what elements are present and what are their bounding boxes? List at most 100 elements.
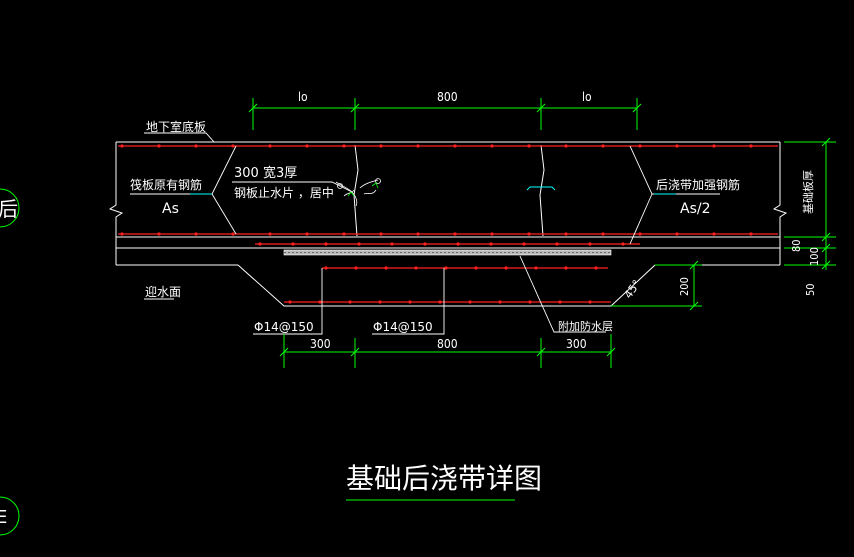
rebar-dot — [379, 144, 383, 148]
rebar-dot — [675, 144, 679, 148]
rebar-dot — [564, 144, 568, 148]
rebar-dot — [305, 144, 309, 148]
edge-marker-top-label: 后 — [0, 197, 18, 221]
rebar-dot — [324, 242, 328, 246]
rebar-dot — [453, 144, 457, 148]
rebar-dot — [258, 242, 262, 246]
rebar-dot — [324, 266, 328, 270]
rebar-dot — [384, 266, 388, 270]
rebar-dot — [194, 232, 198, 236]
rebar-dot — [157, 232, 161, 236]
rebar-dot — [527, 232, 531, 236]
rebar-dot — [231, 144, 235, 148]
rebar-dot — [305, 232, 309, 236]
rebar-dot — [342, 144, 346, 148]
rebar-dot — [588, 300, 592, 304]
raft-rebar-label: 筏板原有钢筋 — [130, 177, 202, 192]
rebar-dot — [489, 242, 493, 246]
rebar-dot — [504, 266, 508, 270]
rebar-dot — [522, 242, 526, 246]
rebar-dot — [675, 232, 679, 236]
rebar-dot — [558, 300, 562, 304]
rebar-spec-left: Φ14@150 — [254, 320, 314, 334]
rebar-dot — [564, 266, 568, 270]
rebar-dot — [490, 232, 494, 236]
rebar-dot — [638, 144, 642, 148]
slope-label: 45° — [622, 278, 644, 301]
raft-as-label: As — [162, 201, 179, 217]
waterstop-name-label: 钢板止水片 ，居中 — [234, 185, 334, 200]
text-labels: 地下室底板 筏板原有钢筋 As 300 宽3厚 钢板止水片 ，居中 后浇带加强钢… — [130, 90, 821, 351]
drawing-title-text: 基础后浇带详图 — [346, 462, 542, 495]
rebar-dot — [288, 300, 292, 304]
rebar-dot — [194, 144, 198, 148]
dim-right-50: 50 — [804, 283, 817, 296]
rebar-dot — [749, 144, 753, 148]
rebar-dot — [444, 266, 448, 270]
waterstop-sketch-leaves — [347, 182, 379, 197]
rebar-dot — [749, 232, 753, 236]
rebar-dot — [638, 232, 642, 236]
rebar-dot — [318, 300, 322, 304]
rebar-dot — [474, 266, 478, 270]
waterproof-layer-label: 附加防水层 — [558, 319, 613, 333]
waterstop-spec-label: 300 宽3厚 — [234, 165, 297, 181]
dim-right-100: 100 — [808, 247, 821, 266]
dim-top-right: lo — [582, 90, 592, 104]
added-rebar-label: 后浇带加强钢筋 — [656, 177, 740, 192]
rebar-spec-mid: Φ14@150 — [373, 320, 433, 334]
rebar-dot — [588, 242, 592, 246]
rebar-dot — [120, 232, 124, 236]
rebar-dot — [120, 144, 124, 148]
rebar-dot — [157, 144, 161, 148]
rebar-dot — [268, 144, 272, 148]
rebar-dot — [712, 232, 716, 236]
slab-thickness-label: 基础板厚 — [801, 170, 815, 214]
dim-bottom-right: 300 — [566, 337, 587, 351]
rebar-dot — [490, 144, 494, 148]
dim-top-mid: 800 — [437, 90, 458, 104]
drawing-title: 基础后浇带详图 — [346, 462, 542, 501]
dim-bottom-left: 300 — [310, 337, 331, 351]
rebar-dot — [468, 300, 472, 304]
rebar-dot — [231, 232, 235, 236]
rebar-dot — [268, 232, 272, 236]
rebar-dot — [408, 300, 412, 304]
rebar-dot — [528, 300, 532, 304]
rebar-dot — [354, 266, 358, 270]
rebar-dot — [357, 242, 361, 246]
dim-right-80: 80 — [790, 239, 803, 252]
dim-top-left: lo — [298, 90, 308, 104]
slab-outline — [108, 141, 788, 307]
rebar-dot — [379, 232, 383, 236]
rebar-dot — [601, 232, 605, 236]
rebar-dot — [621, 242, 625, 246]
rebar-dot — [348, 300, 352, 304]
rebar-dot — [712, 144, 716, 148]
rebar-dot — [378, 300, 382, 304]
waterstop-plate — [526, 186, 556, 191]
rebar-dot — [416, 144, 420, 148]
edge-marker-bottom: E — [0, 496, 20, 536]
rebar-group — [118, 145, 778, 303]
edge-marker-top: 后 — [0, 188, 20, 228]
rebar-dot — [423, 242, 427, 246]
rebar-dot — [601, 144, 605, 148]
rebar-dot — [453, 232, 457, 236]
rebar-dot — [390, 242, 394, 246]
added-as-label: As/2 — [680, 201, 711, 217]
rebar-dot — [534, 266, 538, 270]
rebar-dots — [120, 144, 753, 304]
slab-label: 地下室底板 — [146, 119, 206, 134]
waterstop-sketch — [335, 178, 381, 207]
dim-right-200: 200 — [678, 277, 691, 296]
rebar-dot — [594, 266, 598, 270]
rebar-dot — [498, 300, 502, 304]
rebar-dot — [416, 232, 420, 236]
dimension-lines — [248, 98, 836, 368]
rebar-dot — [414, 266, 418, 270]
rebar-dot — [527, 144, 531, 148]
rebar-dot — [456, 242, 460, 246]
rebar-dot — [564, 232, 568, 236]
